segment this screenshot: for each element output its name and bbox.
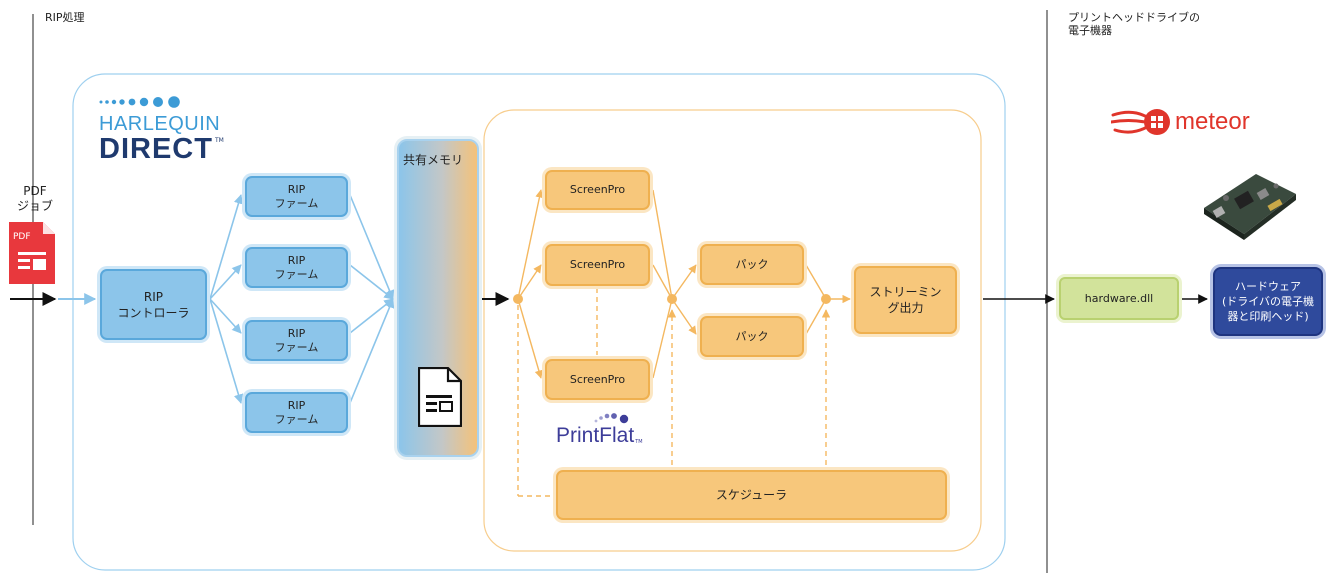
hardware-dll-box: hardware.dll — [1059, 277, 1179, 320]
pdf-job-label: PDF ジョブ — [16, 184, 53, 213]
printflat-logo: PrintFlat TM — [556, 425, 643, 447]
screenpro-box: ScreenPro — [545, 170, 650, 210]
rip-farm-box: RIP ファーム — [245, 176, 348, 217]
harlequin-logo-line2: DIRECT — [99, 133, 213, 165]
pdf-file-icon: PDF — [9, 222, 55, 284]
hardware-box: ハードウェア (ドライバの電子機 器と印刷ヘッド) — [1213, 267, 1323, 336]
screenpro-box: ScreenPro — [545, 359, 650, 400]
circuit-board-image — [1196, 168, 1300, 244]
document-icon — [417, 366, 463, 428]
printhead-electronics-label: プリントヘッドドライブの 電子機器 — [1068, 11, 1200, 37]
meteor-logo: meteor — [1111, 106, 1250, 138]
scheduler-box: スケジューラ — [556, 470, 947, 520]
rip-controller-box: RIP コントローラ — [100, 269, 207, 340]
rip-farm-box: RIP ファーム — [245, 320, 348, 361]
pack-box: パック — [700, 316, 804, 357]
printflat-tm: TM — [635, 439, 643, 445]
printflat-logo-text: PrintFlat — [556, 424, 635, 447]
harlequin-tm: TM — [214, 137, 224, 144]
rip-farm-box: RIP ファーム — [245, 247, 348, 288]
shared-memory-box: 共有メモリ — [397, 139, 479, 457]
harlequin-logo-line1: HARLEQUIN — [99, 113, 221, 135]
harlequin-dots-icon — [99, 96, 180, 108]
rip-processing-label: RIP処理 — [45, 11, 85, 24]
pdf-icon-text: PDF — [13, 232, 31, 242]
printflat-dots-icon — [594, 413, 629, 424]
screenpro-box: ScreenPro — [545, 244, 650, 286]
rip-farm-box: RIP ファーム — [245, 392, 348, 433]
meteor-logo-text: meteor — [1175, 108, 1250, 135]
harlequin-logo: HARLEQUIN DIRECT TM — [99, 114, 224, 164]
shared-memory-label: 共有メモリ — [403, 153, 464, 167]
meteor-swirl-icon — [1111, 109, 1170, 135]
streaming-output-box: ストリーミン グ出力 — [854, 266, 957, 334]
pack-box: パック — [700, 244, 804, 285]
